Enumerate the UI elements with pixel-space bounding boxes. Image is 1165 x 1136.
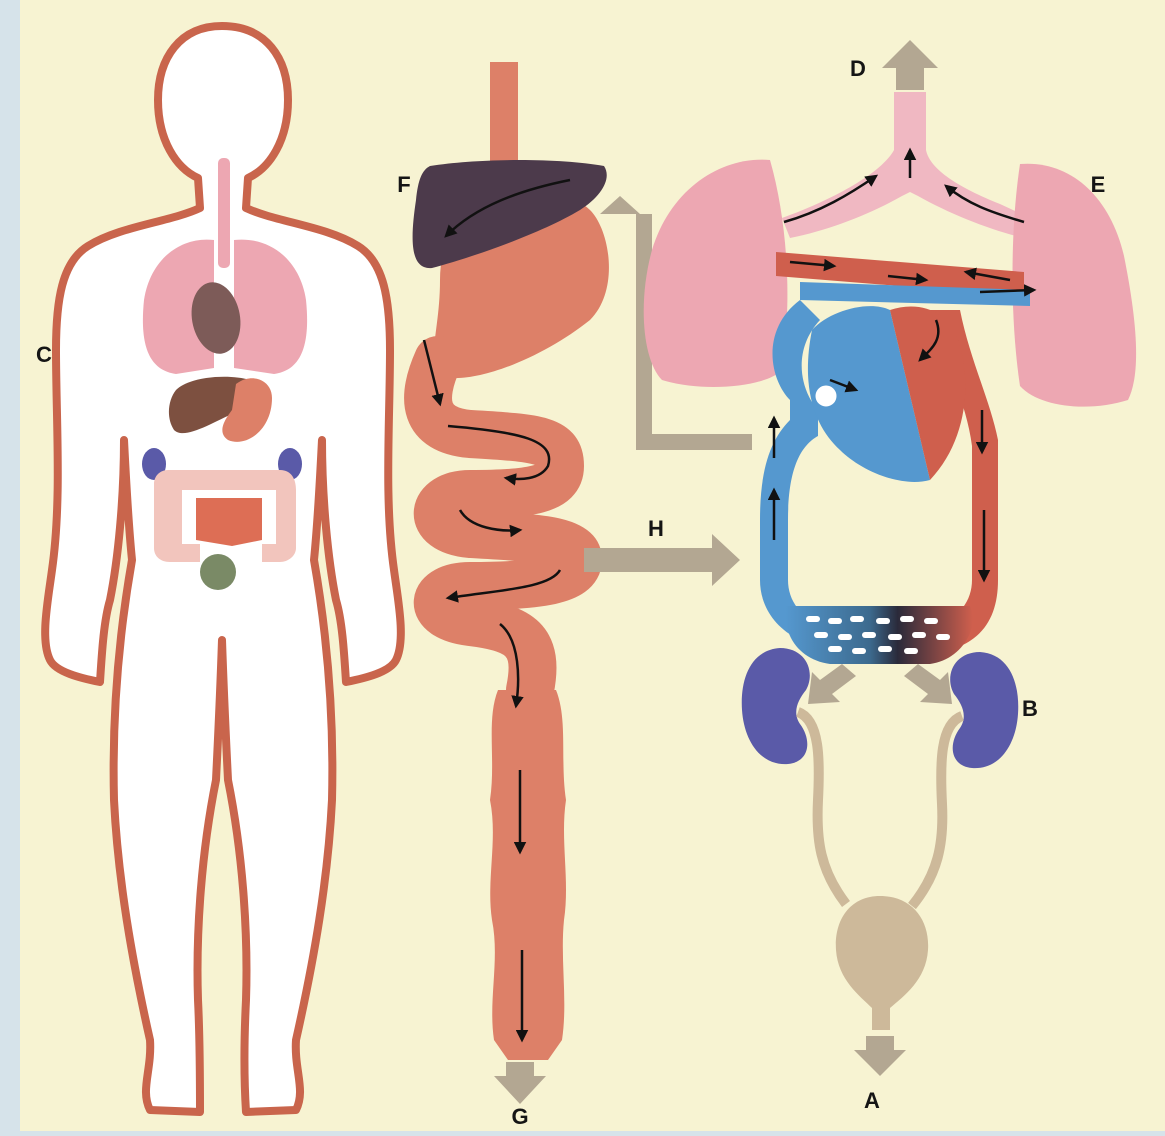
label-c: C [36,342,52,367]
label-b: B [1022,696,1038,721]
label-g: G [511,1104,528,1129]
small-intestine-small [196,498,262,546]
label-d: D [850,56,866,81]
colon [490,690,566,1060]
heart-valve [814,384,838,408]
label-f: F [397,172,410,197]
label-h: H [648,516,664,541]
label-a: A [864,1088,880,1113]
bladder-small [200,554,236,590]
trachea-small [218,158,230,268]
label-e: E [1091,172,1106,197]
